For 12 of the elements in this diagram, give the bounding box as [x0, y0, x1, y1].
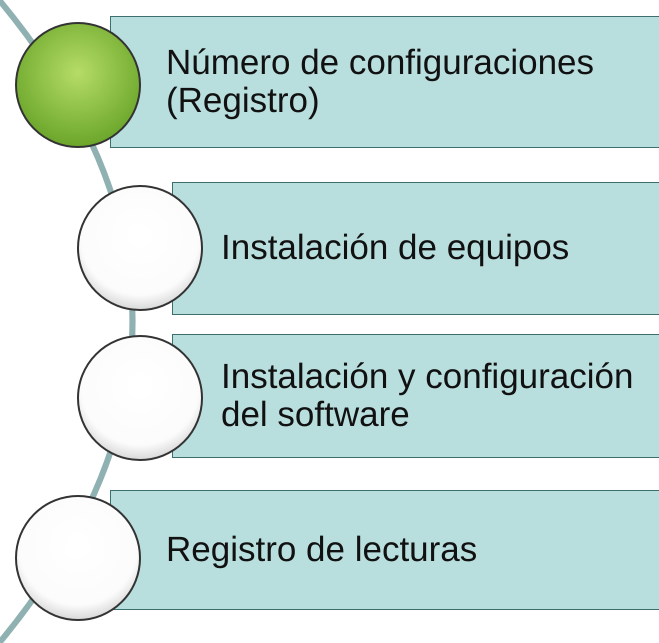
list-band	[172, 182, 659, 315]
circle-marker	[76, 334, 204, 462]
band-text: Registro de lecturas	[166, 530, 478, 570]
circle-marker	[14, 494, 142, 622]
list-band	[110, 16, 659, 148]
list-band	[172, 334, 659, 458]
circle-marker	[14, 21, 142, 149]
band-text: Instalación de equipos	[221, 229, 570, 268]
circle-marker	[76, 184, 204, 312]
band-text: Número de configuraciones (Registro)	[166, 44, 596, 120]
list-band	[110, 490, 659, 610]
band-text: Instalación y configuración del software	[221, 358, 634, 434]
